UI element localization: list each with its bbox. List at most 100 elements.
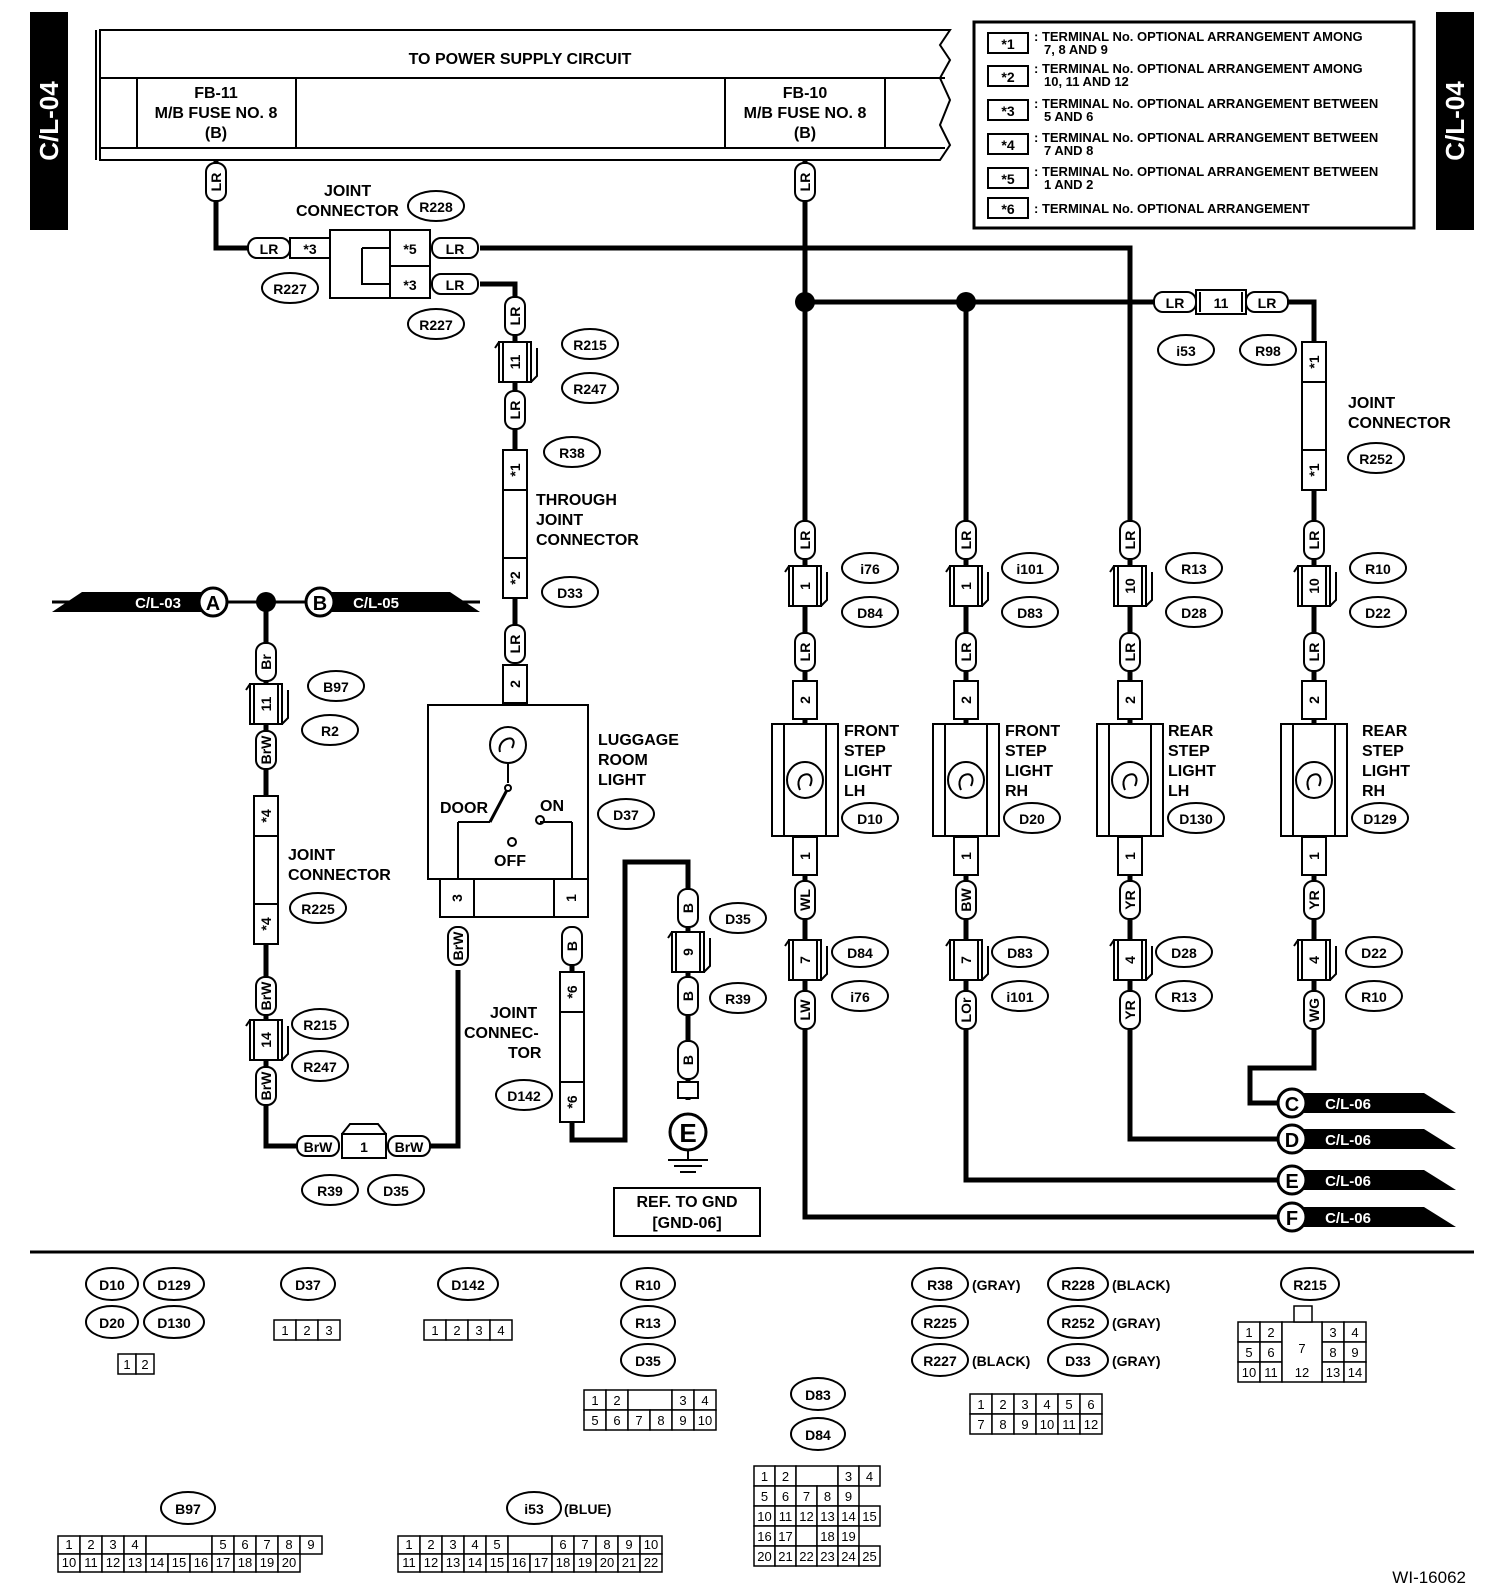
svg-text:4: 4 [497,1323,504,1338]
svg-text:6: 6 [559,1537,566,1552]
svg-text:D130: D130 [157,1315,191,1331]
legend-badge: R225 [911,1305,969,1339]
svg-text:LR: LR [797,643,813,662]
svg-text:D35: D35 [725,911,751,927]
connector-id-badge: R13 [1155,980,1213,1012]
connector-id-badge: R39 [301,1174,359,1206]
svg-text:D35: D35 [635,1353,661,1369]
inline-connector-d35-r39: 9 [667,931,711,973]
connector-id-badge: D84 [841,596,899,628]
svg-text:17: 17 [534,1555,548,1570]
svg-text:CONNECTOR: CONNECTOR [536,532,639,549]
svg-text:B97: B97 [175,1501,201,1517]
svg-text:4: 4 [1122,956,1138,964]
svg-text:1: 1 [360,1139,368,1155]
svg-text:R225: R225 [301,901,335,917]
wire-tag: B [677,1040,699,1080]
legend-badge: D33 [1047,1343,1109,1377]
svg-text:ON: ON [540,798,564,815]
joint-pin: *4 [253,795,279,837]
svg-text:1: 1 [1122,852,1138,860]
inline-connector: 1 [784,565,828,607]
wire-tag: LR [794,520,816,560]
svg-text:LR: LR [208,173,224,192]
svg-text:C: C [1285,1094,1299,1116]
svg-text:R38: R38 [927,1277,953,1293]
svg-text:WL: WL [797,889,813,911]
pin-box: 2 [953,680,979,720]
svg-text:8: 8 [999,1417,1006,1432]
connector-id-badge: i76 [831,980,889,1012]
svg-text:LR: LR [1122,531,1138,550]
junction-dot [256,592,276,612]
svg-text:LR: LR [507,401,523,420]
svg-text:D84: D84 [805,1427,831,1443]
svg-text:*5: *5 [1001,171,1014,187]
legend-note: (BLACK) [1112,1277,1170,1293]
svg-text:*2: *2 [507,571,523,584]
svg-text:9: 9 [845,1489,852,1504]
svg-text:REAR: REAR [1362,723,1408,740]
svg-text:D84: D84 [857,605,883,621]
connector-face: 712 [1281,1305,1323,1383]
svg-text:13: 13 [1326,1365,1340,1380]
note-row: *2 : TERMINAL No. OPTIONAL ARRANGEMENT A… [987,61,1363,89]
wire-tag: WL [794,880,816,920]
svg-text:4: 4 [701,1393,708,1408]
svg-text:5: 5 [1245,1345,1252,1360]
svg-text:R215: R215 [1293,1277,1327,1293]
svg-text:16: 16 [757,1529,771,1544]
connector-id-badge: D84 [831,936,889,968]
svg-text:CONNECTOR: CONNECTOR [296,203,399,220]
svg-text:LR: LR [958,531,974,550]
svg-text:12: 12 [799,1509,813,1524]
connector-id-badge: R247 [291,1050,349,1082]
legend-badge: R10 [620,1267,676,1301]
inline-connector: 10 [1109,565,1153,607]
svg-text:E: E [679,1118,696,1148]
wire-tag: LR [794,632,816,672]
svg-text:10: 10 [644,1537,658,1552]
svg-text:*2: *2 [1001,69,1014,85]
svg-text:YR: YR [1122,890,1138,909]
legend-badge: R13 [620,1305,676,1339]
wire-tag: BrW [387,1135,431,1157]
svg-text:10: 10 [1122,578,1138,594]
svg-text:*1: *1 [1001,36,1014,52]
svg-text:7: 7 [635,1413,642,1428]
svg-text:10: 10 [1242,1365,1256,1380]
svg-text:2: 2 [141,1357,148,1372]
legend-badge: D129 [143,1267,205,1301]
svg-text:3: 3 [679,1393,686,1408]
connector-id-badge: R10 [1349,552,1407,584]
svg-text:13: 13 [446,1555,460,1570]
svg-text:R227: R227 [419,317,453,333]
svg-text:CONNECTOR: CONNECTOR [288,867,391,884]
connector-id-badge: D33 [541,576,599,608]
svg-text:4: 4 [1351,1325,1358,1340]
component-labels: JOINT CONNECTOR THROUGH JOINT CONNECTOR … [288,183,1451,1062]
pin-box: 2 [1117,680,1143,720]
svg-text:1: 1 [797,852,813,860]
joint-body-d142 [559,1011,585,1083]
svg-text:C/L-06: C/L-06 [1325,1132,1371,1149]
svg-text:8: 8 [824,1489,831,1504]
svg-text:R10: R10 [1365,561,1391,577]
svg-text:REF. TO GND: REF. TO GND [636,1194,737,1211]
svg-text:LR: LR [507,635,523,654]
svg-text:i76: i76 [850,989,870,1005]
inline-connector: 10 [1293,565,1337,607]
svg-text:21: 21 [778,1549,792,1564]
wire-tag: YR [1119,990,1141,1030]
svg-text:4: 4 [866,1469,873,1484]
svg-text:9: 9 [1351,1345,1358,1360]
svg-text:5: 5 [591,1413,598,1428]
svg-text:R247: R247 [573,381,607,397]
power-supply-box: TO POWER SUPPLY CIRCUIT FB-11 M/B FUSE N… [95,29,952,161]
svg-text:D142: D142 [507,1088,541,1104]
notes-box: *1 : TERMINAL No. OPTIONAL ARRANGEMENT A… [972,20,1416,230]
junction-dot [956,292,976,312]
svg-text:2: 2 [303,1323,310,1338]
svg-text:5 AND 6: 5 AND 6 [1044,109,1093,124]
